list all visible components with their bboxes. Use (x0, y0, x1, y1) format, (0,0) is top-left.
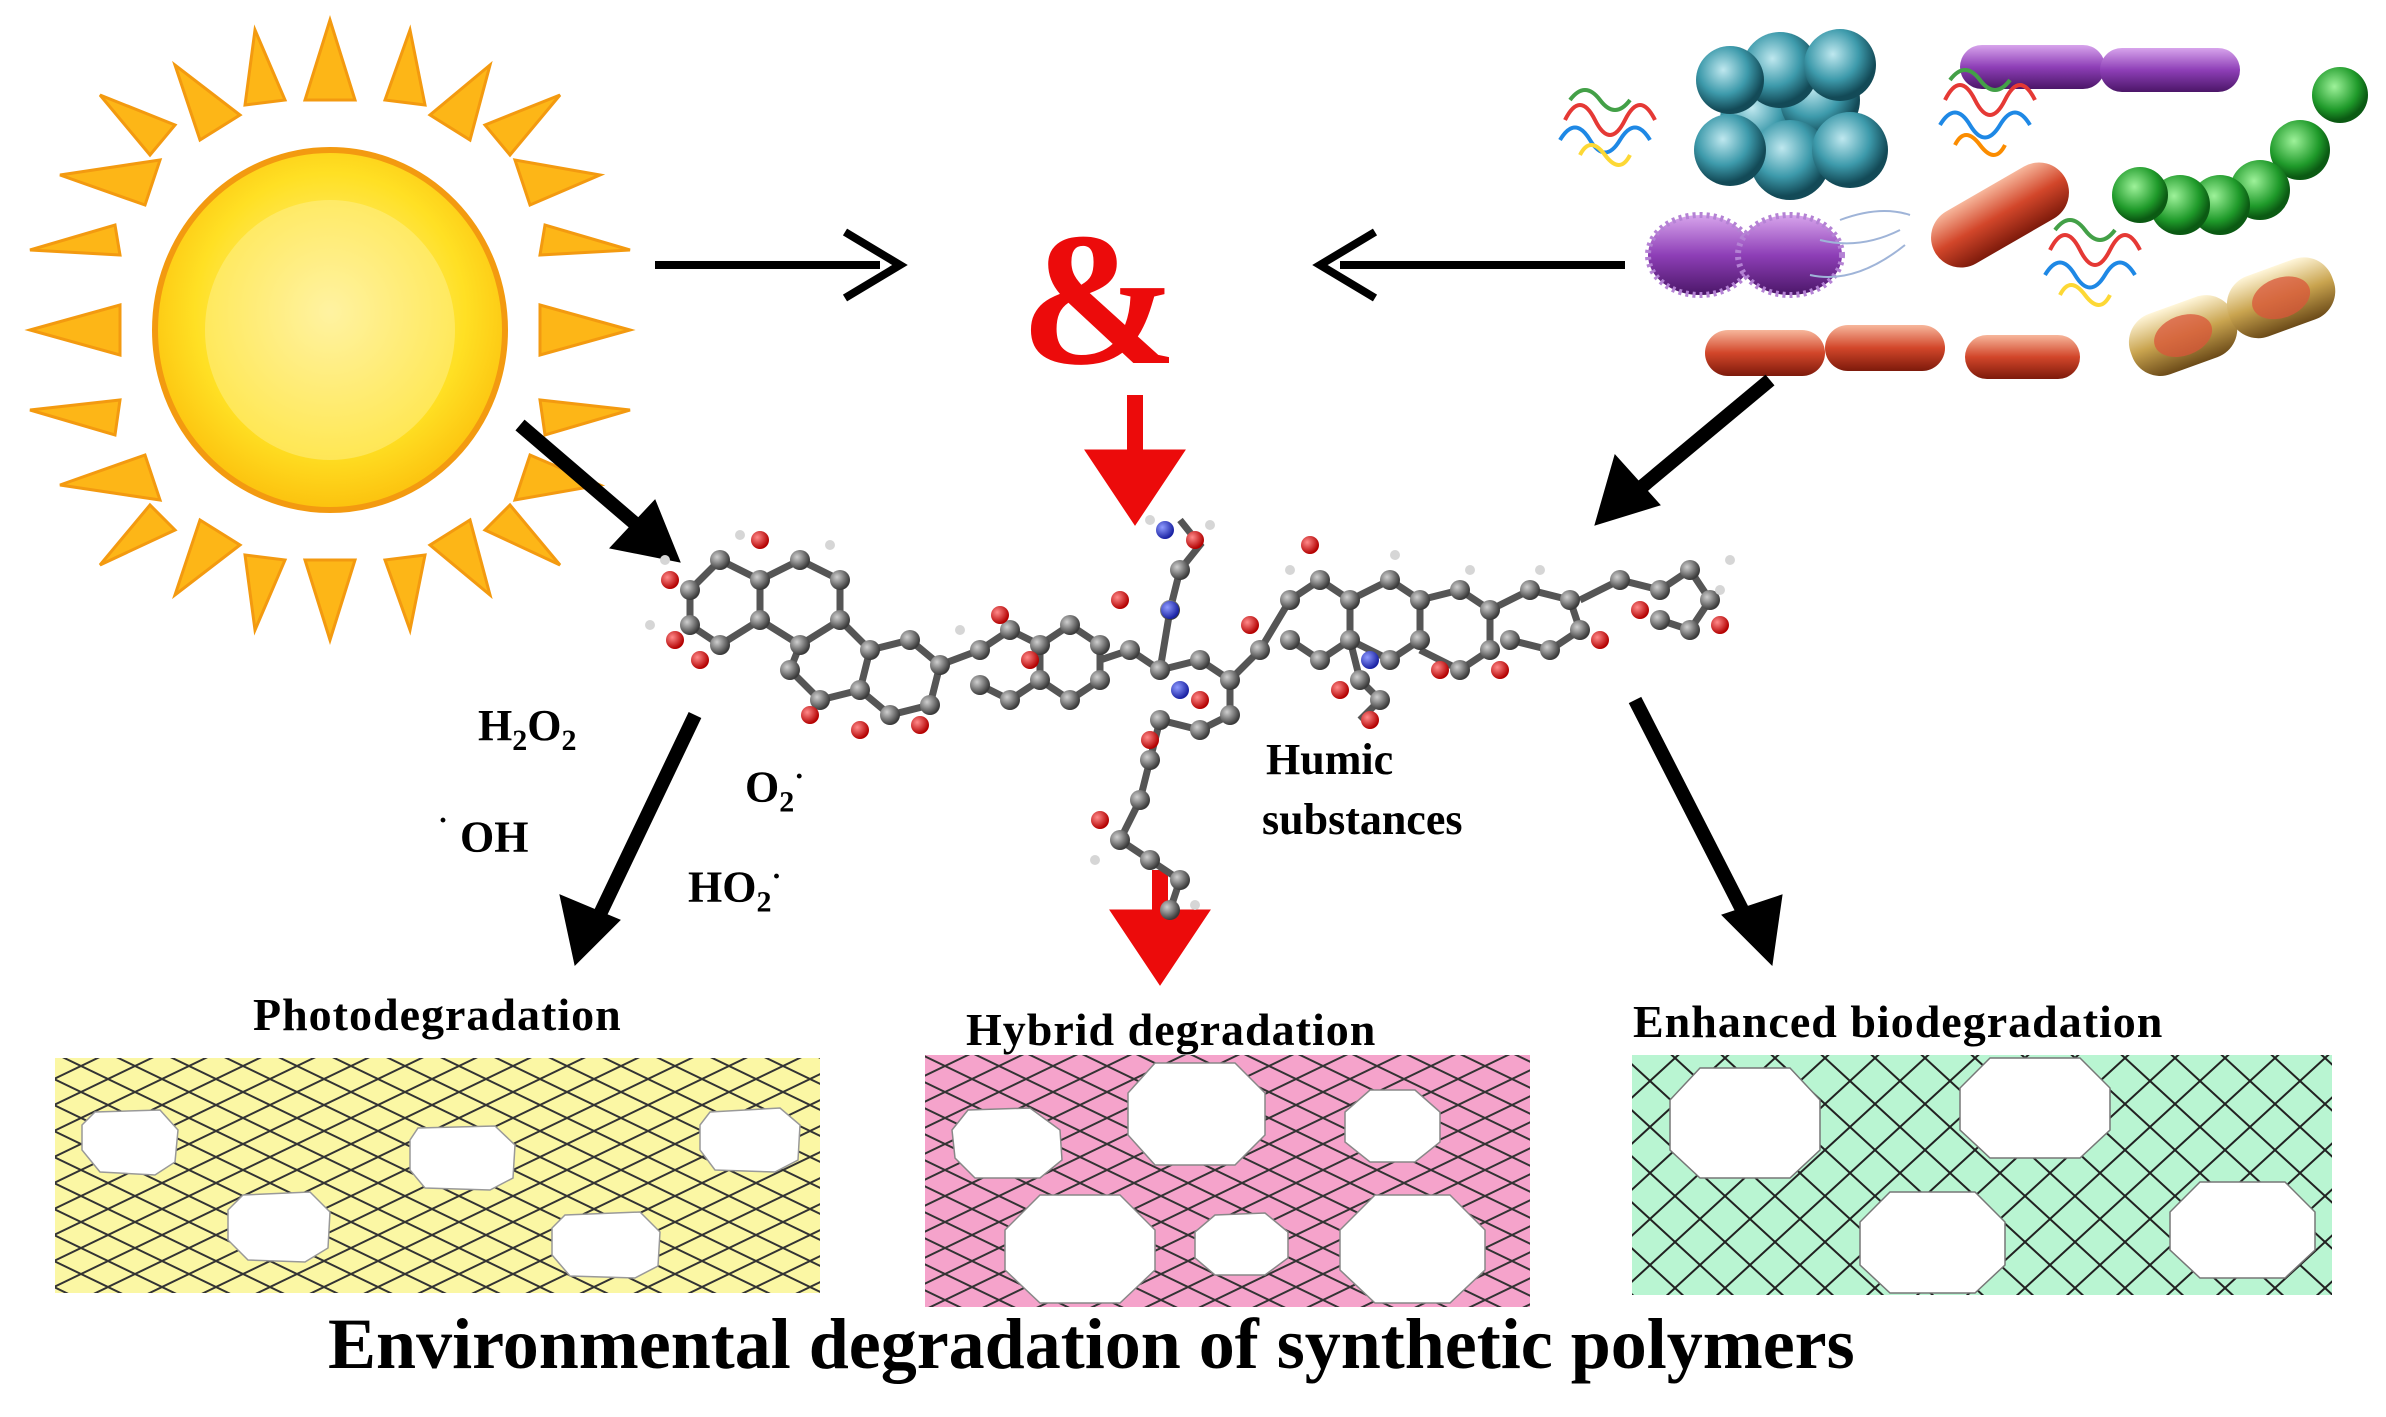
sun-icon (24, 14, 636, 646)
species-superoxide: O2· (745, 760, 805, 819)
enhanced-biodegradation-label: Enhanced biodegradation (1633, 996, 2164, 1047)
hybrid-degradation-label: Hybrid degradation (966, 1004, 1377, 1055)
enhanced-biodegradation-panel (1632, 1055, 2332, 1295)
photodegradation-panel (55, 1058, 820, 1293)
photodegradation-label: Photodegradation (253, 989, 622, 1040)
diagram-title: Environmental degradation of synthetic p… (328, 1304, 1855, 1384)
humic-label-line1: Humic (1266, 735, 1394, 784)
species-hydroxyl-radical: ·OH (438, 804, 529, 862)
species-hydroperoxyl: HO2· (688, 860, 782, 919)
microbes-icon (1558, 29, 2368, 379)
humic-molecule-icon (645, 515, 1735, 920)
humic-label-line2: substances (1262, 795, 1463, 844)
hybrid-degradation-panel (925, 1055, 1530, 1307)
connector-ampersand: & (1020, 195, 1179, 405)
species-h2o2: H2O2 (478, 701, 577, 757)
humic-substances-label: Humic substances (1262, 730, 1463, 850)
